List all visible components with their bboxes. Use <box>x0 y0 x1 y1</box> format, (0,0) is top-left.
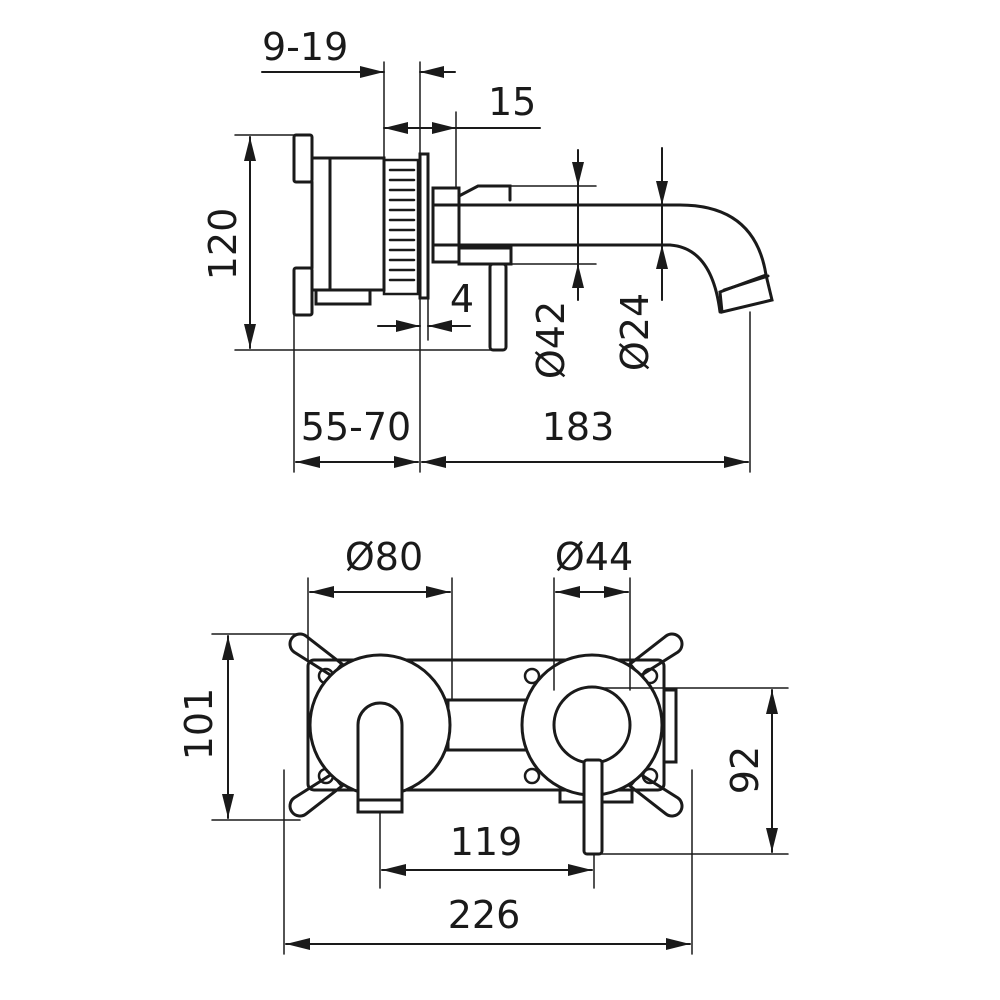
front-dimension-texts: Ø80 Ø44 101 92 119 226 <box>177 535 767 937</box>
dim-text-101: 101 <box>177 688 221 761</box>
front-view: Ø80 Ø44 101 92 119 226 <box>177 535 789 955</box>
screw-icon <box>641 767 659 785</box>
mounting-lugs <box>288 632 684 818</box>
spout <box>431 203 774 314</box>
screw-icon <box>523 767 541 785</box>
dim-text-o44: Ø44 <box>555 535 633 579</box>
side-extension-lines <box>234 61 751 473</box>
screws <box>317 667 659 785</box>
lug-bottom-right <box>627 772 684 818</box>
lug-bottom-left <box>288 772 345 818</box>
dim-text-92: 92 <box>723 746 767 794</box>
dim-text-120: 120 <box>201 208 245 281</box>
dim-text-15: 15 <box>488 80 536 124</box>
thread-section <box>382 158 420 296</box>
dim-text-226: 226 <box>448 893 521 937</box>
dim-text-o42: Ø42 <box>529 301 573 379</box>
dim-text-9-19: 9-19 <box>262 25 348 69</box>
dim-text-4: 4 <box>450 277 474 321</box>
side-dimension-texts: 9-19 15 120 4 Ø42 Ø24 55-70 183 <box>201 25 657 449</box>
screw-icon <box>523 667 541 685</box>
lug-top-right <box>627 632 684 678</box>
wall-rosette <box>418 152 430 300</box>
spout-front <box>356 701 404 814</box>
lug-top-left <box>288 632 345 678</box>
front-extension-lines <box>211 577 789 955</box>
side-view: 9-19 15 120 4 Ø42 Ø24 55-70 183 <box>201 25 774 473</box>
valve-body <box>314 156 386 306</box>
front-dimension-lines <box>222 586 778 950</box>
dim-text-119: 119 <box>450 820 523 864</box>
dim-text-o80: Ø80 <box>345 535 423 579</box>
mounting-body <box>306 658 678 804</box>
dim-text-55-70: 55-70 <box>301 405 411 449</box>
mounting-plate <box>292 133 332 317</box>
side-dimension-lines <box>244 66 749 468</box>
dim-text-o24: Ø24 <box>613 293 657 371</box>
handle-front <box>552 685 632 856</box>
dim-text-183: 183 <box>542 405 615 449</box>
